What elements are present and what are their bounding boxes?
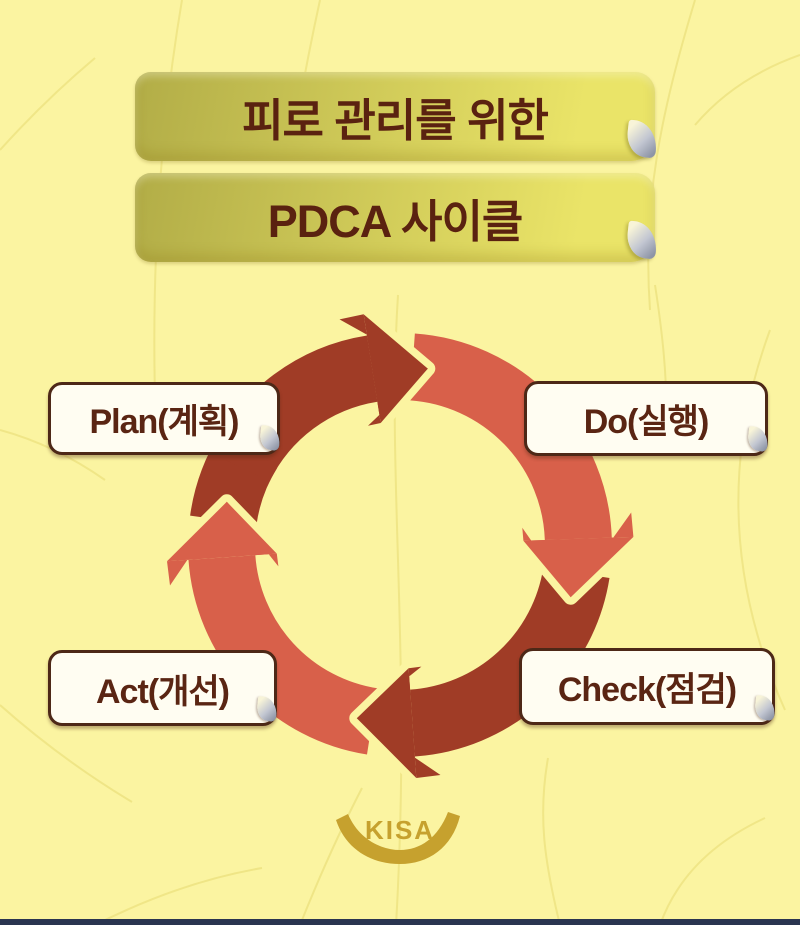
bottom-bar: [0, 919, 800, 925]
smile-icon: [336, 812, 460, 864]
label-act: Act(개선): [48, 650, 279, 726]
banner-pdca-cycle: PDCA 사이클: [135, 173, 659, 262]
kisa-logo-text: KISA: [365, 815, 435, 845]
banner-fatigue-management: 피로 관리를 위한: [135, 72, 659, 161]
banner-title: 피로 관리를 위한: [242, 95, 549, 146]
page-curl-icon: [746, 426, 770, 452]
label-do-text: Do(실행): [583, 403, 710, 441]
page-curl-icon: [258, 425, 282, 451]
label-plan: Plan(계획): [48, 382, 282, 455]
label-act-text: Act(개선): [96, 672, 230, 711]
label-check-text: Check(점검): [557, 671, 737, 709]
page-curl-icon: [255, 696, 279, 722]
page-curl-icon: [753, 695, 777, 721]
label-plan-text: Plan(계획): [89, 403, 239, 441]
label-check: Check(점검): [519, 648, 777, 725]
banner-title: PDCA 사이클: [267, 196, 524, 247]
kisa-logo: KISA: [336, 812, 460, 864]
page-curl-icon: [625, 220, 659, 260]
label-do: Do(실행): [524, 381, 770, 456]
page-curl-icon: [625, 119, 659, 159]
